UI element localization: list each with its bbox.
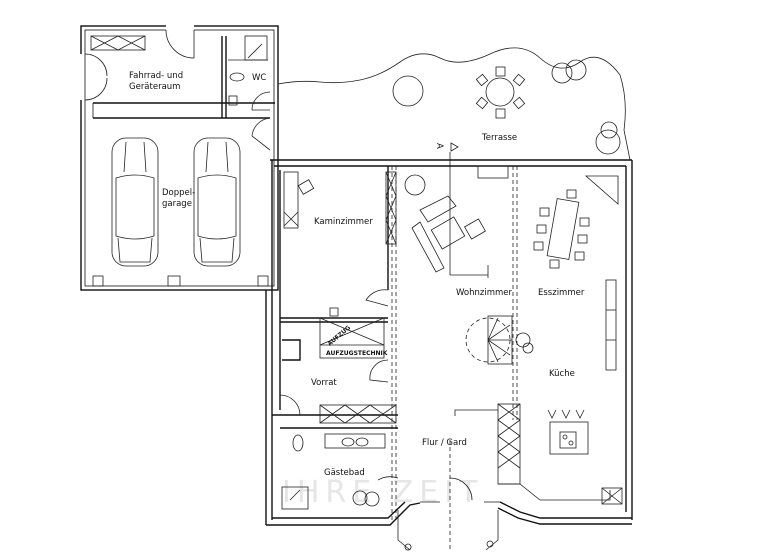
terrace: Terrasse A xyxy=(277,47,631,278)
watermark: IHRE ZEIT xyxy=(282,475,483,510)
car-icon xyxy=(111,137,159,267)
room-label-flur: Flur / Gard xyxy=(422,438,467,448)
room-label-kueche: Küche xyxy=(549,369,575,379)
clock-icon xyxy=(404,174,426,196)
room-label-garage: garage xyxy=(162,199,192,209)
room-label-kaminzimmer: Kaminzimmer xyxy=(314,217,373,227)
room-label-vorrat: Vorrat xyxy=(311,378,337,388)
spiral-stair-icon xyxy=(465,315,513,365)
room-label-doppel: Doppel- xyxy=(162,188,195,198)
room-label-wohnzimmer: Wohnzimmer xyxy=(456,288,512,298)
sofa-icon xyxy=(411,195,486,273)
section-marker: A xyxy=(434,143,444,149)
room-label-gaestebad: Gästebad xyxy=(324,468,365,478)
table-icon xyxy=(475,66,526,119)
car-icon xyxy=(193,137,241,267)
room-label-aufzugstechnik: AUFZUGSTECHNIK xyxy=(326,350,388,357)
room-label-esszimmer: Esszimmer xyxy=(538,288,585,298)
room-label-geraeteraum: Geräteraum xyxy=(129,82,180,92)
tree-icon xyxy=(392,75,424,107)
kitchen-island-icon xyxy=(547,409,589,455)
dining-table-icon xyxy=(533,189,590,269)
plant-icon xyxy=(515,332,534,354)
tree-icon xyxy=(595,121,621,155)
room-label-terrasse: Terrasse xyxy=(481,133,517,143)
house-walls xyxy=(265,159,633,552)
garage-block xyxy=(79,24,279,291)
room-label-fahrrad: Fahrrad- und xyxy=(129,71,183,81)
room-label-wc: WC xyxy=(252,73,266,83)
tree-icon xyxy=(551,59,587,84)
room-label-aufzug: AUFZUG xyxy=(326,324,352,347)
